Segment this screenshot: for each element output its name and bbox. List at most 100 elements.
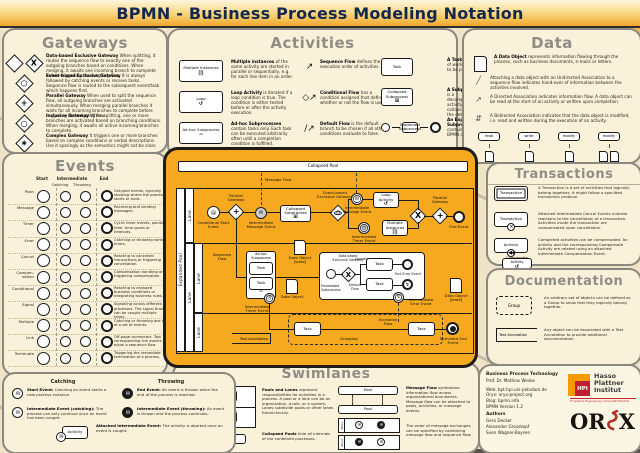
activity-box: Loop↺ — [179, 91, 223, 113]
flow-line — [236, 218, 237, 277]
col-header-end: End — [99, 176, 109, 181]
flow-arrow-icon: /↗ — [304, 123, 315, 134]
transaction-item: Transaction × ◀◀ ↺ Attached Intermediate… — [494, 211, 634, 238]
flow-line — [418, 222, 419, 229]
activity-right-item: Task Task A Task is a unit of work, the … — [381, 57, 482, 76]
gateway-icons: ⬠ — [8, 74, 40, 93]
credit-link[interactable]: Oryx: oryx-project.org — [486, 392, 533, 398]
credit-link[interactable]: Blog: bpmn.info — [486, 397, 520, 403]
flow-line — [276, 277, 319, 278]
sub-task-2: Task — [366, 278, 393, 291]
example-diagram: Collapsed Pool Message Flow Expanded Poo… — [163, 147, 478, 368]
event-icon — [100, 238, 113, 251]
flow-line — [363, 199, 373, 200]
intermediate-timer-label: Intermediate Timer Event — [351, 234, 377, 244]
event-row: Plain Untyped events, typically showing … — [8, 188, 164, 206]
data-example-box: read — [478, 132, 500, 141]
attached-timer-label: Intermediate Timer Event — [244, 304, 270, 314]
text-annotation: Text Annotation — [232, 333, 271, 344]
collapsed-subprocess: Collapsed Subprocess⊞ — [280, 205, 311, 222]
terminate-end-event — [446, 322, 459, 335]
flow-line — [269, 329, 294, 330]
gateway-diamond-icon — [4, 54, 24, 73]
event-row: Error Catching or throwing named errors. — [8, 237, 167, 254]
flow-line — [220, 212, 230, 213]
end-event-label: End Event — [449, 224, 469, 229]
gateway-item: ∗ Complex Gateway It triggers one or mor… — [8, 133, 162, 153]
gateway-icons: ∗ — [8, 134, 40, 153]
gateways-panel: Gateways X Data-based Exclusive Gateway … — [2, 28, 168, 154]
grouping-label: Grouping — [340, 336, 358, 341]
event-icon — [37, 205, 50, 219]
event-icon — [80, 287, 92, 299]
event-row-label: Terminate — [14, 351, 34, 356]
flow-desc: Sequence Flow defines the execution orde… — [320, 59, 381, 69]
event-row-label: Plain — [24, 189, 34, 194]
association-text: Attaching a data object with an Undirect… — [490, 75, 622, 90]
bottom-task-2: Task — [408, 322, 435, 336]
author-name: Gero Decker — [486, 418, 513, 424]
event-icon — [100, 319, 113, 332]
credit-link[interactable]: Web: bpt.hpi.uni-potsdam.de — [486, 386, 547, 392]
activity-left-item: Multiple Instances||| Multiple instances… — [179, 59, 297, 82]
transaction-box: Transaction — [494, 186, 528, 201]
org-name: Business Process Technology — [486, 372, 558, 377]
event-icon — [37, 189, 50, 203]
event-icon — [100, 206, 113, 219]
flow-line — [360, 264, 361, 285]
event-row-desc: Cyclic timer events, points in time, tim… — [114, 221, 168, 234]
parallel-gateway-label: Parallel Gateway — [227, 193, 245, 203]
association-item: ↗ A Directed Association indicates infor… — [472, 94, 632, 105]
expanded-pool-strip: Expanded Pool — [176, 188, 185, 352]
credit-link[interactable]: BPMN Version 1.2 — [486, 403, 523, 409]
doc-icon — [610, 151, 619, 162]
event-row-label: Conditional — [11, 286, 34, 292]
event-icon — [100, 303, 113, 316]
gateway-item: ○ Inclusive Gateway When splitting, one … — [8, 113, 162, 134]
transaction-item: Activity × ◀◀ Compensate Activity↺ Compl… — [494, 237, 634, 269]
credits-panel: Business Process Technology Prof. Dr. Ma… — [478, 364, 640, 453]
association-item: ⇵ A Bidirected Association indicates tha… — [472, 113, 632, 124]
event-icon — [100, 222, 113, 235]
event-icon — [37, 254, 50, 268]
event-icon — [59, 239, 71, 251]
end-event — [453, 211, 465, 223]
flow-line — [311, 212, 332, 213]
event-icon — [59, 320, 71, 332]
pool-bar: Pool — [338, 386, 398, 395]
event-row: Cancel Reacting to cancelled transaction… — [8, 253, 164, 270]
activities-panel: Activities Multiple Instances||| Multipl… — [167, 28, 483, 158]
event-icon — [59, 287, 71, 299]
flow-arrow-icon: ◇↗ — [302, 92, 317, 103]
event-icon — [37, 286, 50, 300]
col-header-start: Start — [36, 176, 48, 181]
data-title: Data — [531, 34, 573, 52]
transaction-text: A Transaction is a set of activities tha… — [538, 185, 630, 200]
events-title: Events — [55, 157, 115, 175]
documentation-text: Any object can be associated with a Text… — [544, 327, 624, 342]
event-icon — [37, 319, 50, 333]
gateway-text: Parallel Gateway When used to split the … — [46, 93, 156, 118]
throwing-header: Throwing — [157, 379, 185, 385]
flow-line — [446, 216, 453, 217]
association-text: A Directed Association indicates informa… — [490, 94, 632, 104]
catching-event-icon: ✉ — [12, 388, 23, 399]
message-event-icon: ✉ — [377, 438, 385, 446]
activity-right-item: Expanded Subprocess Expanded Subprocess … — [381, 117, 480, 138]
event-icon — [37, 335, 50, 349]
gateways-title: Gateways — [41, 34, 128, 52]
flow-line — [424, 216, 434, 217]
activity-box: Ad-hoc Subprocess~ — [179, 122, 223, 144]
data-intro: A Data Object represents information flo… — [494, 54, 619, 64]
event-row: Multiple Catching or throwing one out of… — [8, 318, 168, 335]
event-row-desc: Compensation handling or triggering comp… — [114, 270, 163, 279]
professor-name: Prof. Dr. Mathias Weske — [486, 377, 535, 383]
collapsed-pool: Collapsed Pool — [178, 161, 468, 172]
data-example: read — [472, 132, 506, 162]
lane-strip: Lane — [185, 188, 194, 243]
sequence-flow-label: Sequence Flow — [212, 252, 232, 262]
attached-timer-event: ◷ — [264, 293, 275, 304]
message-event-icon: ✉ — [355, 438, 363, 446]
data-object-label: Data Object — [280, 294, 304, 299]
transactions-panel: Transactions Transaction × ◀◀ ↺ A Transa… — [486, 162, 640, 269]
